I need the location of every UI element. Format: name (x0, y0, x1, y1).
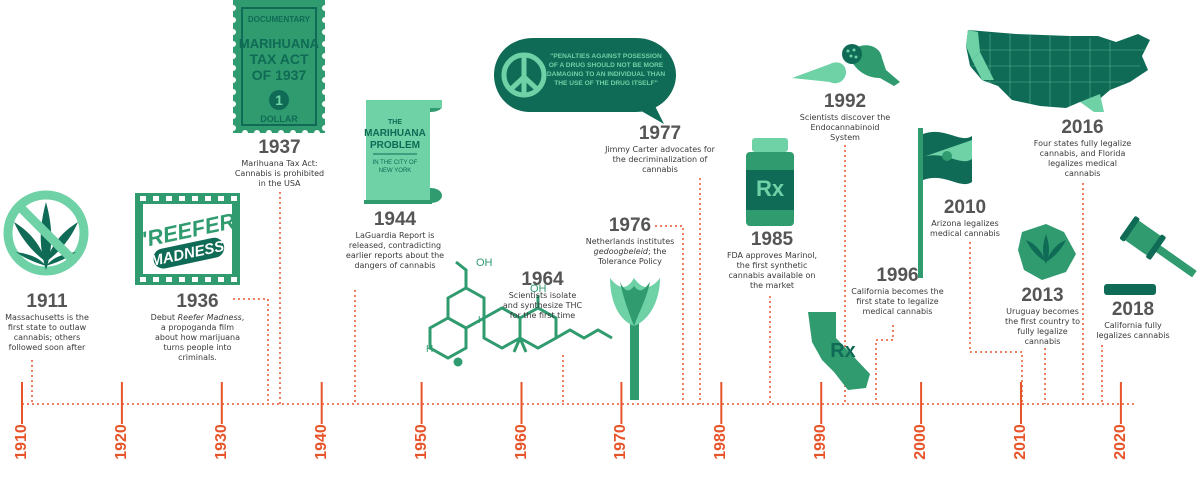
event-2018: 2018 California fully legalizes cannabis (1092, 300, 1174, 341)
svg-text:OH: OH (476, 257, 493, 269)
decade-label-1970: 1970 (612, 424, 629, 460)
event-description: California fully legalizes cannabis (1096, 321, 1170, 340)
event-description: Marihuana Tax Act: Cannabis is prohibite… (234, 159, 325, 188)
decade-label-1980: 1980 (712, 424, 729, 460)
svg-text:DOLLAR: DOLLAR (260, 114, 298, 124)
tax-stamp-icon: DOCUMENTARY MARIHUANA TAX ACT OF 1937 1 … (230, 0, 328, 136)
decade-label-1940: 1940 (313, 424, 330, 460)
event-1911: 1911 Massachusetts is the first state to… (2, 292, 92, 353)
event-year: 1992 (823, 91, 867, 112)
thc-molecule-icon: OH OH H H (426, 257, 613, 367)
decade-label-1950: 1950 (413, 424, 430, 460)
connector-1936 (233, 298, 269, 404)
event-description: Netherlands institutes gedoogbeleid; the… (585, 237, 675, 266)
event-year: 1977 (638, 123, 682, 144)
svg-text:MARIHUANA: MARIHUANA (239, 36, 320, 51)
svg-text:TAX ACT: TAX ACT (249, 51, 309, 67)
svg-text:1: 1 (275, 92, 283, 108)
decade-label-2000: 2000 (912, 424, 929, 460)
event-description: Debut Reefer Madness, a propoganda film … (150, 313, 245, 362)
event-year: 2010 (943, 197, 987, 218)
svg-text:THE: THE (388, 119, 402, 126)
event-year: 1964 (521, 269, 564, 290)
event-1992: 1992 Scientists discover the Endocannabi… (795, 92, 895, 143)
scroll-icon: THE MARIHUANA PROBLEM IN THE CITY OF NEW… (364, 100, 442, 204)
usa-map-icon (966, 30, 1150, 112)
event-year: 1985 (750, 229, 794, 250)
event-description: California becomes the first state to le… (851, 287, 944, 316)
film-strip-icon: "REEFER MADNESS" (135, 193, 240, 285)
event-description: Scientists discover the Endocannabinoid … (799, 113, 891, 142)
svg-text:PROBLEM: PROBLEM (370, 140, 420, 151)
prescription-bottle-icon (746, 138, 794, 226)
event-year: 1937 (258, 137, 301, 158)
event-year: 2013 (1021, 285, 1064, 306)
decade-label-1960: 1960 (513, 424, 530, 460)
event-2013: 2013 Uruguay becomes the first country t… (1000, 286, 1085, 347)
uruguay-map-icon (1018, 224, 1076, 280)
event-description: LaGuardia Report is released, contradict… (345, 231, 445, 270)
receptor-icon (792, 44, 900, 86)
decade-label-1930: 1930 (213, 424, 230, 460)
connector-1996 (875, 325, 894, 404)
event-1996: 1996 California becomes the first state … (845, 266, 950, 317)
quote-text: "PENALTIES AGAINST POSESSION OF A DRUG S… (546, 53, 666, 87)
event-description: Uruguay becomes the first country to ful… (1004, 307, 1080, 346)
decade-label-1910: 1910 (13, 424, 30, 460)
event-year: 1936 (176, 291, 219, 312)
event-description: Jimmy Carter advocates for the decrimina… (605, 145, 715, 174)
arizona-flag-icon (918, 128, 972, 278)
no-cannabis-icon (3, 190, 89, 276)
svg-text:OH: OH (530, 283, 547, 295)
event-year: 1911 (26, 291, 68, 312)
california-rx-label: Rx (830, 340, 856, 362)
decade-label-2010: 2010 (1012, 424, 1029, 460)
event-connectors (31, 145, 1103, 404)
svg-text:OF 1937: OF 1937 (252, 67, 307, 83)
svg-text:IN THE CITY OF: IN THE CITY OF (373, 160, 418, 166)
tulip-icon (610, 278, 660, 400)
bottle-rx-label: Rx (755, 176, 785, 201)
event-year: 1976 (608, 215, 652, 236)
california-rx-icon (808, 312, 870, 390)
event-description: Four states fully legalize cannabis, and… (1033, 139, 1132, 178)
event-1937: 1937 Marihuana Tax Act: Cannabis is proh… (232, 138, 327, 189)
event-year: 1996 (876, 265, 919, 286)
svg-text:MARIHUANA: MARIHUANA (364, 128, 426, 139)
event-2010: 2010 Arizona legalizes medical cannabis (925, 198, 1005, 239)
speech-bubble-peace-icon (494, 38, 676, 124)
event-year: 2018 (1111, 299, 1155, 320)
event-1964: 1964 Scientists isolate and synthesize T… (500, 270, 585, 321)
connector-2010 (969, 242, 1023, 404)
svg-text:H: H (478, 315, 485, 326)
event-description: Massachusetts is the first state to outl… (5, 313, 89, 352)
event-1985: 1985 FDA approves Marinol, the first syn… (722, 230, 822, 291)
event-1977: 1977 Jimmy Carter advocates for the decr… (605, 124, 715, 175)
svg-text:H: H (426, 344, 433, 355)
decade-label-1920: 1920 (113, 424, 130, 460)
event-year: 1944 (373, 209, 417, 230)
svg-text:DOCUMENTARY: DOCUMENTARY (248, 15, 311, 24)
connector-1976 (655, 225, 684, 404)
event-description: Scientists isolate and synthesize THC fo… (502, 291, 583, 320)
svg-text:NEW YORK: NEW YORK (379, 168, 412, 174)
event-1936: 1936 Debut Reefer Madness, a propoganda … (150, 292, 245, 363)
event-description: FDA approves Marinol, the first syntheti… (726, 251, 818, 290)
decade-ticks (21, 382, 1122, 424)
event-2016: 2016 Four states fully legalize cannabis… (1030, 118, 1135, 179)
event-1976: 1976 Netherlands institutes gedoogbeleid… (580, 216, 680, 267)
decade-label-2020: 2020 (1112, 424, 1129, 460)
gavel-icon (1104, 216, 1197, 295)
decade-label-1990: 1990 (812, 424, 829, 460)
event-1944: 1944 LaGuardia Report is released, contr… (345, 210, 445, 271)
event-year: 2016 (1061, 117, 1104, 138)
event-description: Arizona legalizes medical cannabis (930, 219, 1000, 238)
